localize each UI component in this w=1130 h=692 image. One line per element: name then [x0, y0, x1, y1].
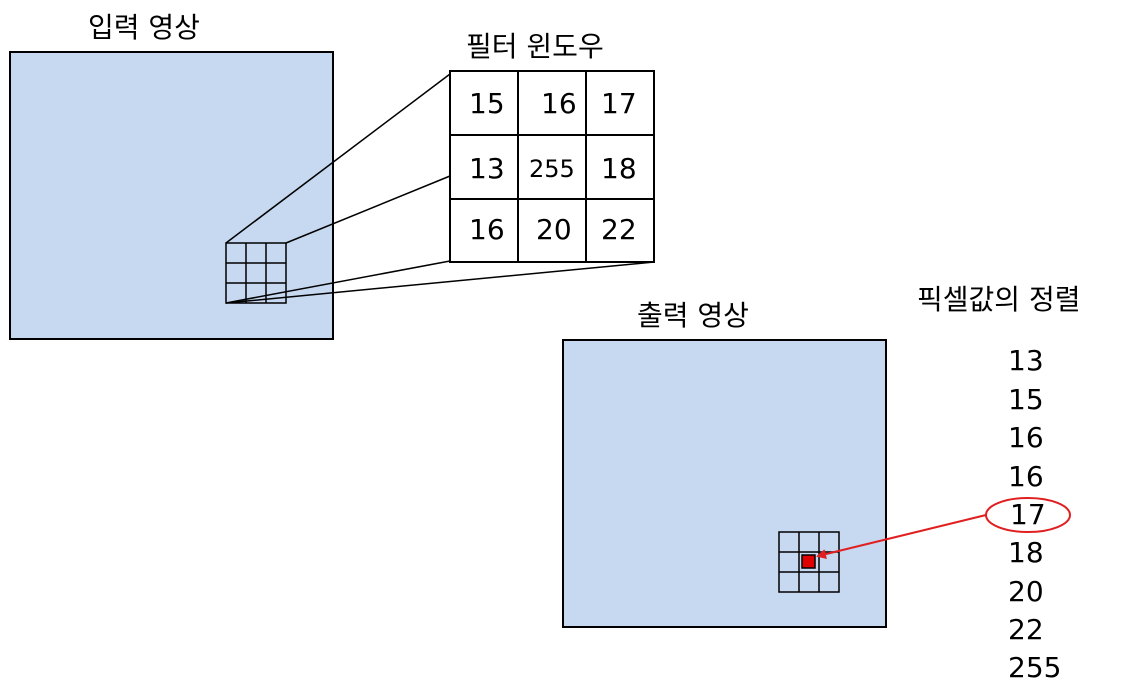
sorted-value: 20 [1008, 575, 1044, 608]
input-image-label: 입력 영상 [88, 11, 200, 44]
filter-cell: 18 [601, 152, 637, 185]
filter-cell: 15 [469, 87, 505, 120]
output-center-pixel [801, 554, 816, 569]
sorted-value: 15 [1008, 383, 1044, 416]
filter-window-grid [449, 70, 655, 263]
input-image [9, 51, 334, 340]
sorted-value: 16 [1008, 460, 1044, 493]
sorting-label: 픽셀값의 정렬 [917, 283, 1081, 316]
filter-cell: 13 [469, 152, 505, 185]
filter-cell: 16 [541, 87, 577, 120]
sorted-value: 22 [1008, 613, 1044, 646]
sorted-value-median: 17 [1010, 498, 1046, 531]
sorted-value: 16 [1008, 421, 1044, 454]
zoom-connector-lines [225, 73, 655, 304]
filter-window-label: 필터 윈도우 [466, 30, 604, 63]
sorted-value: 18 [1008, 536, 1044, 569]
sorted-value: 255 [1008, 651, 1062, 684]
filter-cell: 17 [601, 87, 637, 120]
output-image [562, 339, 887, 628]
output-image-label: 출력 영상 [637, 299, 749, 332]
output-window-grid [778, 531, 840, 593]
filter-cell: 16 [469, 213, 505, 246]
filter-cell: 20 [536, 213, 572, 246]
sorted-value: 13 [1008, 344, 1044, 377]
filter-cell: 22 [601, 213, 637, 246]
median-arrow [816, 514, 987, 559]
input-window-grid [225, 242, 287, 304]
filter-cell: 255 [529, 155, 575, 183]
